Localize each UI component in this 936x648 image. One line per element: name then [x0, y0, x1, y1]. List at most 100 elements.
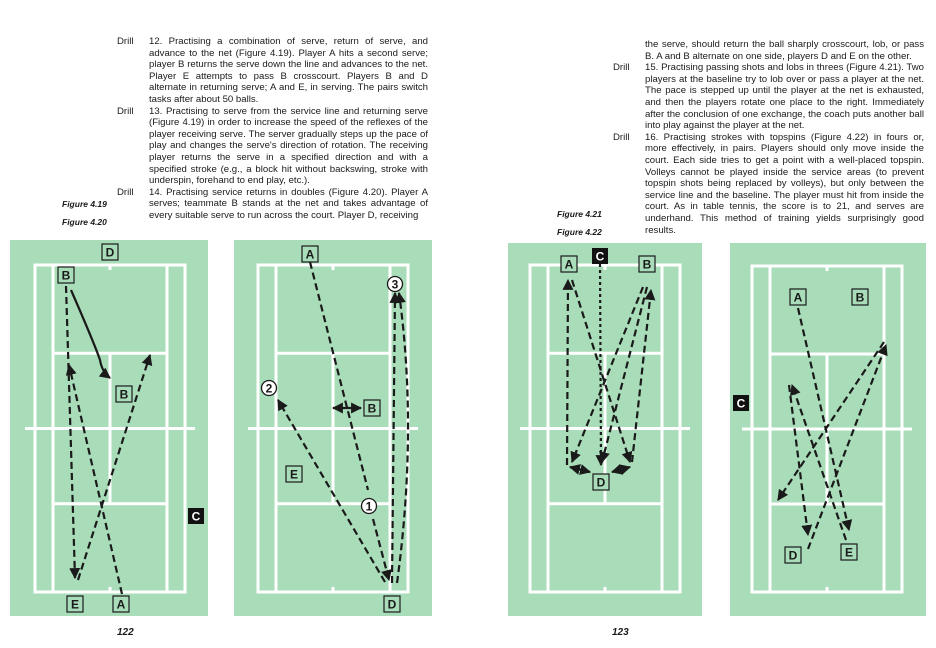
- player-box: [115, 385, 133, 403]
- player-marker-2: 2: [260, 379, 278, 397]
- drill-label: Drill: [613, 62, 630, 74]
- ball-path: [562, 278, 574, 466]
- player-marker-c: C: [733, 395, 749, 411]
- right-page-text: the serve, should return the ball sharpl…: [613, 39, 924, 236]
- player-marker-d: D: [101, 243, 119, 261]
- player-box: [784, 546, 802, 564]
- player-marker-b: B: [115, 385, 133, 403]
- player-marker-c: C: [592, 248, 608, 264]
- player-label: C: [596, 250, 605, 264]
- player-label: C: [737, 397, 746, 411]
- fig-4-21-court: [508, 243, 702, 616]
- ball-path: [599, 286, 649, 464]
- coach-box: [592, 248, 608, 264]
- fig-4-19-court: [10, 240, 208, 616]
- player-marker-c: C: [188, 508, 204, 524]
- ball-path: [570, 279, 633, 464]
- drill-label: Drill: [117, 186, 134, 198]
- player-label: D: [106, 246, 115, 260]
- coach-box: [188, 508, 204, 524]
- left-page-text: Drill 12. Practising a combination of se…: [117, 36, 428, 222]
- player-marker-b: B: [363, 399, 381, 417]
- page-number-right: 123: [612, 627, 629, 638]
- ball-path: [277, 399, 386, 583]
- ball-path: [64, 285, 81, 580]
- figure-caption-4-22: Figure 4.22: [557, 227, 602, 237]
- position-circle: [386, 275, 404, 293]
- position-circle: [260, 379, 278, 397]
- ball-path: [76, 353, 153, 581]
- player-label: A: [794, 291, 803, 305]
- player-label: 1: [366, 500, 373, 514]
- ball-path: [790, 383, 848, 541]
- position-circle: [360, 497, 378, 515]
- player-marker-e: E: [285, 465, 303, 483]
- player-label: D: [597, 476, 606, 490]
- player-label: A: [306, 248, 315, 262]
- player-box: [638, 255, 656, 273]
- figure-caption-4-19: Figure 4.19: [62, 199, 107, 209]
- player-label: B: [368, 402, 377, 416]
- player-label: E: [290, 468, 298, 482]
- player-marker-d: D: [592, 473, 610, 491]
- player-box: [363, 399, 381, 417]
- coach-box: [733, 395, 749, 411]
- figure-caption-4-21: Figure 4.21: [557, 209, 602, 219]
- player-box: [789, 288, 807, 306]
- ball-path: [796, 307, 853, 532]
- player-box: [840, 543, 858, 561]
- player-marker-d: D: [784, 546, 802, 564]
- player-marker-e: E: [840, 543, 858, 561]
- drill-13: Drill 13. Practising to serve from the s…: [117, 106, 428, 187]
- drill-text: 12. Practising a combination of serve, r…: [149, 36, 428, 105]
- player-marker-a: A: [789, 288, 807, 306]
- ball-path: [570, 286, 645, 464]
- player-marker-b: B: [638, 255, 656, 273]
- drill-text: 14. Practising service returns in double…: [149, 186, 428, 221]
- ball-path: [787, 384, 813, 537]
- ball-path: [308, 261, 370, 491]
- player-box: [66, 595, 84, 613]
- player-box: [285, 465, 303, 483]
- player-run-path: [610, 464, 632, 475]
- player-box: [560, 255, 578, 273]
- drill-14: Drill 14. Practising service returns in …: [117, 187, 428, 222]
- player-marker-3: 3: [386, 275, 404, 293]
- fig-4-20-court: [234, 240, 432, 616]
- player-marker-a: A: [112, 595, 130, 613]
- player-box: [112, 595, 130, 613]
- figure-caption-4-20: Figure 4.20: [62, 217, 107, 227]
- player-box: [57, 266, 75, 284]
- drill-text: 13. Practising to serve from the service…: [149, 105, 428, 187]
- player-marker-a: A: [560, 255, 578, 273]
- drill-16: Drill 16. Practising strokes with topspi…: [613, 132, 924, 236]
- player-label: A: [565, 258, 574, 272]
- player-marker-b: B: [851, 288, 869, 306]
- ball-path: [394, 291, 410, 584]
- player-label: 3: [392, 278, 399, 292]
- ball-path: [806, 343, 888, 550]
- player-marker-a: A: [301, 245, 319, 263]
- player-run-path: [568, 464, 592, 475]
- drill-label: Drill: [613, 131, 630, 143]
- drill-14-continuation: the serve, should return the ball sharpl…: [645, 39, 924, 62]
- ball-path: [630, 288, 656, 463]
- player-label: C: [192, 510, 201, 524]
- player-marker-1: 1: [360, 497, 378, 515]
- player-marker-b: B: [57, 266, 75, 284]
- fig-4-22-court: [730, 243, 926, 616]
- player-run-path: [69, 289, 111, 379]
- player-box: [101, 243, 119, 261]
- player-box: [301, 245, 319, 263]
- drill-15: Drill 15. Practising passing shots and l…: [613, 62, 924, 132]
- player-label: B: [120, 388, 129, 402]
- ball-path: [65, 363, 124, 595]
- player-label: A: [117, 598, 126, 612]
- player-label: B: [643, 258, 652, 272]
- page-number-left: 122: [117, 627, 134, 638]
- player-label: B: [62, 269, 71, 283]
- player-label: B: [856, 291, 865, 305]
- drill-label: Drill: [117, 36, 134, 47]
- drill-text: 16. Practising strokes with topspins (Fi…: [645, 131, 924, 236]
